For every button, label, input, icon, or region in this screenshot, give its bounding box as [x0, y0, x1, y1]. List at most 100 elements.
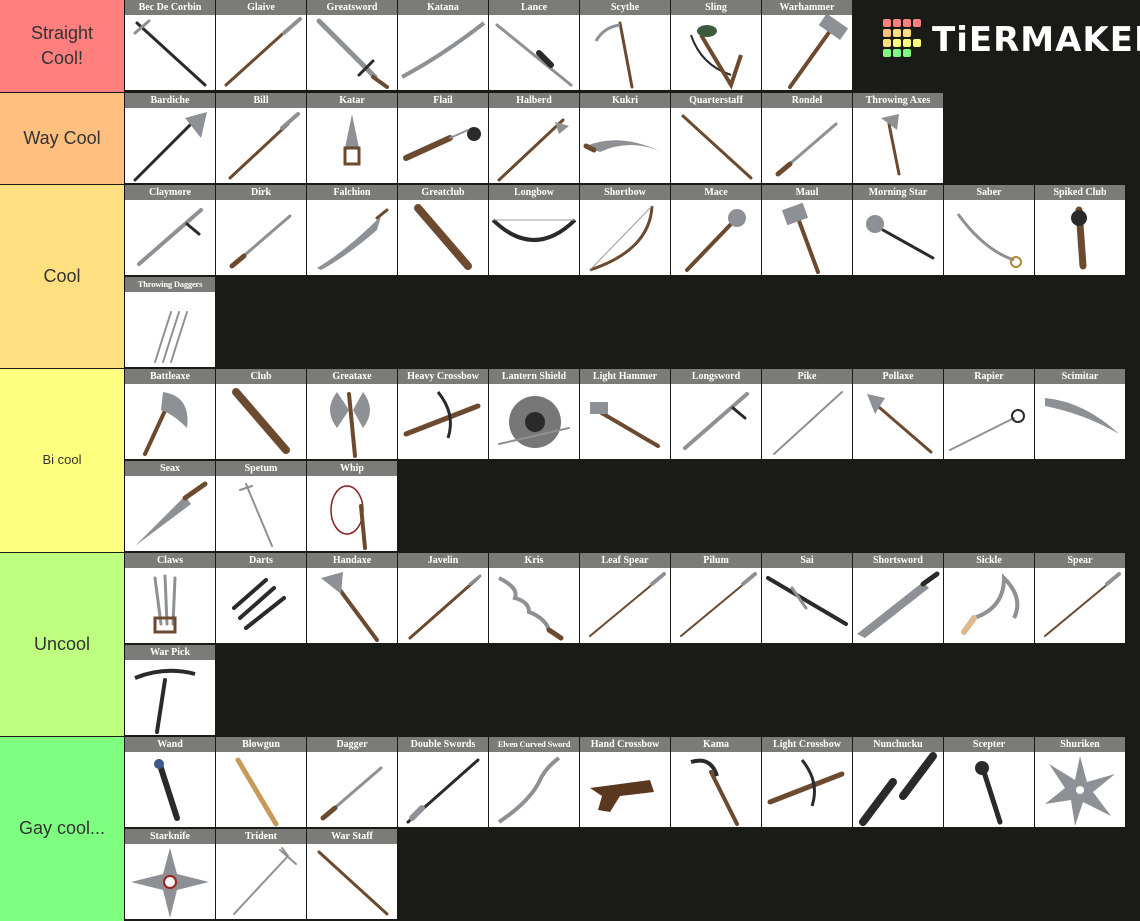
tier-item-card[interactable]: Darts	[216, 553, 306, 643]
crossbow-icon	[767, 759, 845, 807]
tier-item-card[interactable]: Rapier	[944, 369, 1034, 459]
tier-item-card[interactable]: Light Hammer	[580, 369, 670, 459]
tier-item-card[interactable]: Club	[216, 369, 306, 459]
tier-item-card[interactable]: Pollaxe	[853, 369, 943, 459]
tier-item-card[interactable]: Claymore	[125, 185, 215, 275]
tier-item-name: Scythe	[580, 0, 670, 15]
tier-item-card[interactable]: Morning Star	[853, 185, 943, 275]
tier-item-card[interactable]: Sling	[671, 0, 761, 90]
tier-item-card[interactable]: Scimitar	[1035, 369, 1125, 459]
tier-item-card[interactable]: Glaive	[216, 0, 306, 90]
tier-item-card[interactable]: Greataxe	[307, 369, 397, 459]
tier-item-card[interactable]: Saber	[944, 185, 1034, 275]
tier-item-card[interactable]: Warhammer	[762, 0, 852, 90]
tier-item-card[interactable]: Kukri	[580, 93, 670, 183]
tier-label[interactable]: Uncool	[0, 553, 125, 736]
tier-item-card[interactable]: Greatsword	[307, 0, 397, 90]
tier-item-card[interactable]: War Pick	[125, 645, 215, 735]
tier-item-card[interactable]: Falchion	[307, 185, 397, 275]
tier-item-card[interactable]: Pilum	[671, 553, 761, 643]
flail-icon	[403, 127, 481, 161]
tier-item-card[interactable]: Maul	[762, 185, 852, 275]
tier-item-card[interactable]: Bec De Corbin	[125, 0, 215, 90]
tier-item-card[interactable]: Pike	[762, 369, 852, 459]
tier-item-card[interactable]: Kris	[489, 553, 579, 643]
tier-item-card[interactable]: Flail	[398, 93, 488, 183]
tier-item-card[interactable]: Battleaxe	[125, 369, 215, 459]
handaxe-icon	[321, 572, 379, 642]
tier-item-card[interactable]: Shuriken	[1035, 737, 1125, 827]
tier-label[interactable]: Gay cool...	[0, 737, 125, 921]
darts-icon	[232, 578, 286, 630]
tier-item-name: Bec De Corbin	[125, 0, 215, 15]
tier-item-card[interactable]: Scythe	[580, 0, 670, 90]
tier-item-name: Spear	[1035, 553, 1125, 568]
tier-item-card[interactable]: Scepter	[944, 737, 1034, 827]
tier-item-name: Double Swords	[398, 737, 488, 752]
tier-item-card[interactable]: Wand	[125, 737, 215, 827]
tier-item-name: Claymore	[125, 185, 215, 200]
sword-icon	[683, 392, 749, 450]
tier-item-name: Kris	[489, 553, 579, 568]
tier-item-card[interactable]: Elven Curved Sword	[489, 737, 579, 827]
tier-item-card[interactable]: Longbow	[489, 185, 579, 275]
tier-item-card[interactable]: Shortbow	[580, 185, 670, 275]
tier-item-card[interactable]: War Staff	[307, 829, 397, 919]
tier-item-card[interactable]: Blowgun	[216, 737, 306, 827]
tier-label[interactable]: Cool	[0, 185, 125, 368]
tier-item-card[interactable]: Dagger	[307, 737, 397, 827]
tier-item-card[interactable]: Trident	[216, 829, 306, 919]
tier-item-name: Katar	[307, 93, 397, 108]
tier-item-card[interactable]: Throwing Daggers	[125, 277, 215, 367]
dagger-icon	[320, 766, 383, 821]
tier-item-card[interactable]: Claws	[125, 553, 215, 643]
tier-item-card[interactable]: Javelin	[398, 553, 488, 643]
tier-item-card[interactable]: Katar	[307, 93, 397, 183]
tier-item-card[interactable]: Kama	[671, 737, 761, 827]
tier-item-card[interactable]: Bill	[216, 93, 306, 183]
seax-icon	[135, 481, 208, 546]
tier-label[interactable]: Way Cool	[0, 93, 125, 184]
tier-item-name: Light Crossbow	[762, 737, 852, 752]
tier-item-card[interactable]: Hand Crossbow	[580, 737, 670, 827]
tier-item-card[interactable]: Seax	[125, 461, 215, 551]
tier-item-card[interactable]: Rondel	[762, 93, 852, 183]
tier-item-name: Quarterstaff	[671, 93, 761, 108]
tier-item-card[interactable]: Dirk	[216, 185, 306, 275]
tier-item-card[interactable]: Bardiche	[125, 93, 215, 183]
tier-item-card[interactable]: Halberd	[489, 93, 579, 183]
tier-item-card[interactable]: Lance	[489, 0, 579, 90]
sword-icon	[137, 208, 203, 266]
tier-item-card[interactable]: Double Swords	[398, 737, 488, 827]
tier-item-card[interactable]: Sickle	[944, 553, 1034, 643]
tier-item-card[interactable]: Spear	[1035, 553, 1125, 643]
bill-icon	[228, 112, 300, 180]
tier-item-card[interactable]: Lantern Shield	[489, 369, 579, 459]
tier-item-card[interactable]: Sai	[762, 553, 852, 643]
tier-item-card[interactable]: Quarterstaff	[671, 93, 761, 183]
tier-item-card[interactable]: Throwing Axes	[853, 93, 943, 183]
maul-icon	[781, 202, 820, 274]
tier-item-card[interactable]: Shortsword	[853, 553, 943, 643]
tier-label[interactable]: Bi cool	[0, 369, 125, 552]
tier-item-card[interactable]: Leaf Spear	[580, 553, 670, 643]
tier-item-name: Falchion	[307, 185, 397, 200]
tier-item-card[interactable]: Mace	[671, 185, 761, 275]
tier-item-card[interactable]: Spiked Club	[1035, 185, 1125, 275]
tier-item-card[interactable]: Spetum	[216, 461, 306, 551]
tier-item-card[interactable]: Nunchucku	[853, 737, 943, 827]
tier-item-card[interactable]: Whip	[307, 461, 397, 551]
tier-item-card[interactable]: Katana	[398, 0, 488, 90]
tier-item-card[interactable]: Longsword	[671, 369, 761, 459]
tier-item-card[interactable]: Starknife	[125, 829, 215, 919]
crossbow-icon	[403, 391, 481, 439]
tier-item-card[interactable]: Heavy Crossbow	[398, 369, 488, 459]
tier-item-card[interactable]: Handaxe	[307, 553, 397, 643]
shortsword-icon	[857, 571, 940, 638]
tier-item-card[interactable]: Light Crossbow	[762, 737, 852, 827]
tier-item-card[interactable]: Greatclub	[398, 185, 488, 275]
